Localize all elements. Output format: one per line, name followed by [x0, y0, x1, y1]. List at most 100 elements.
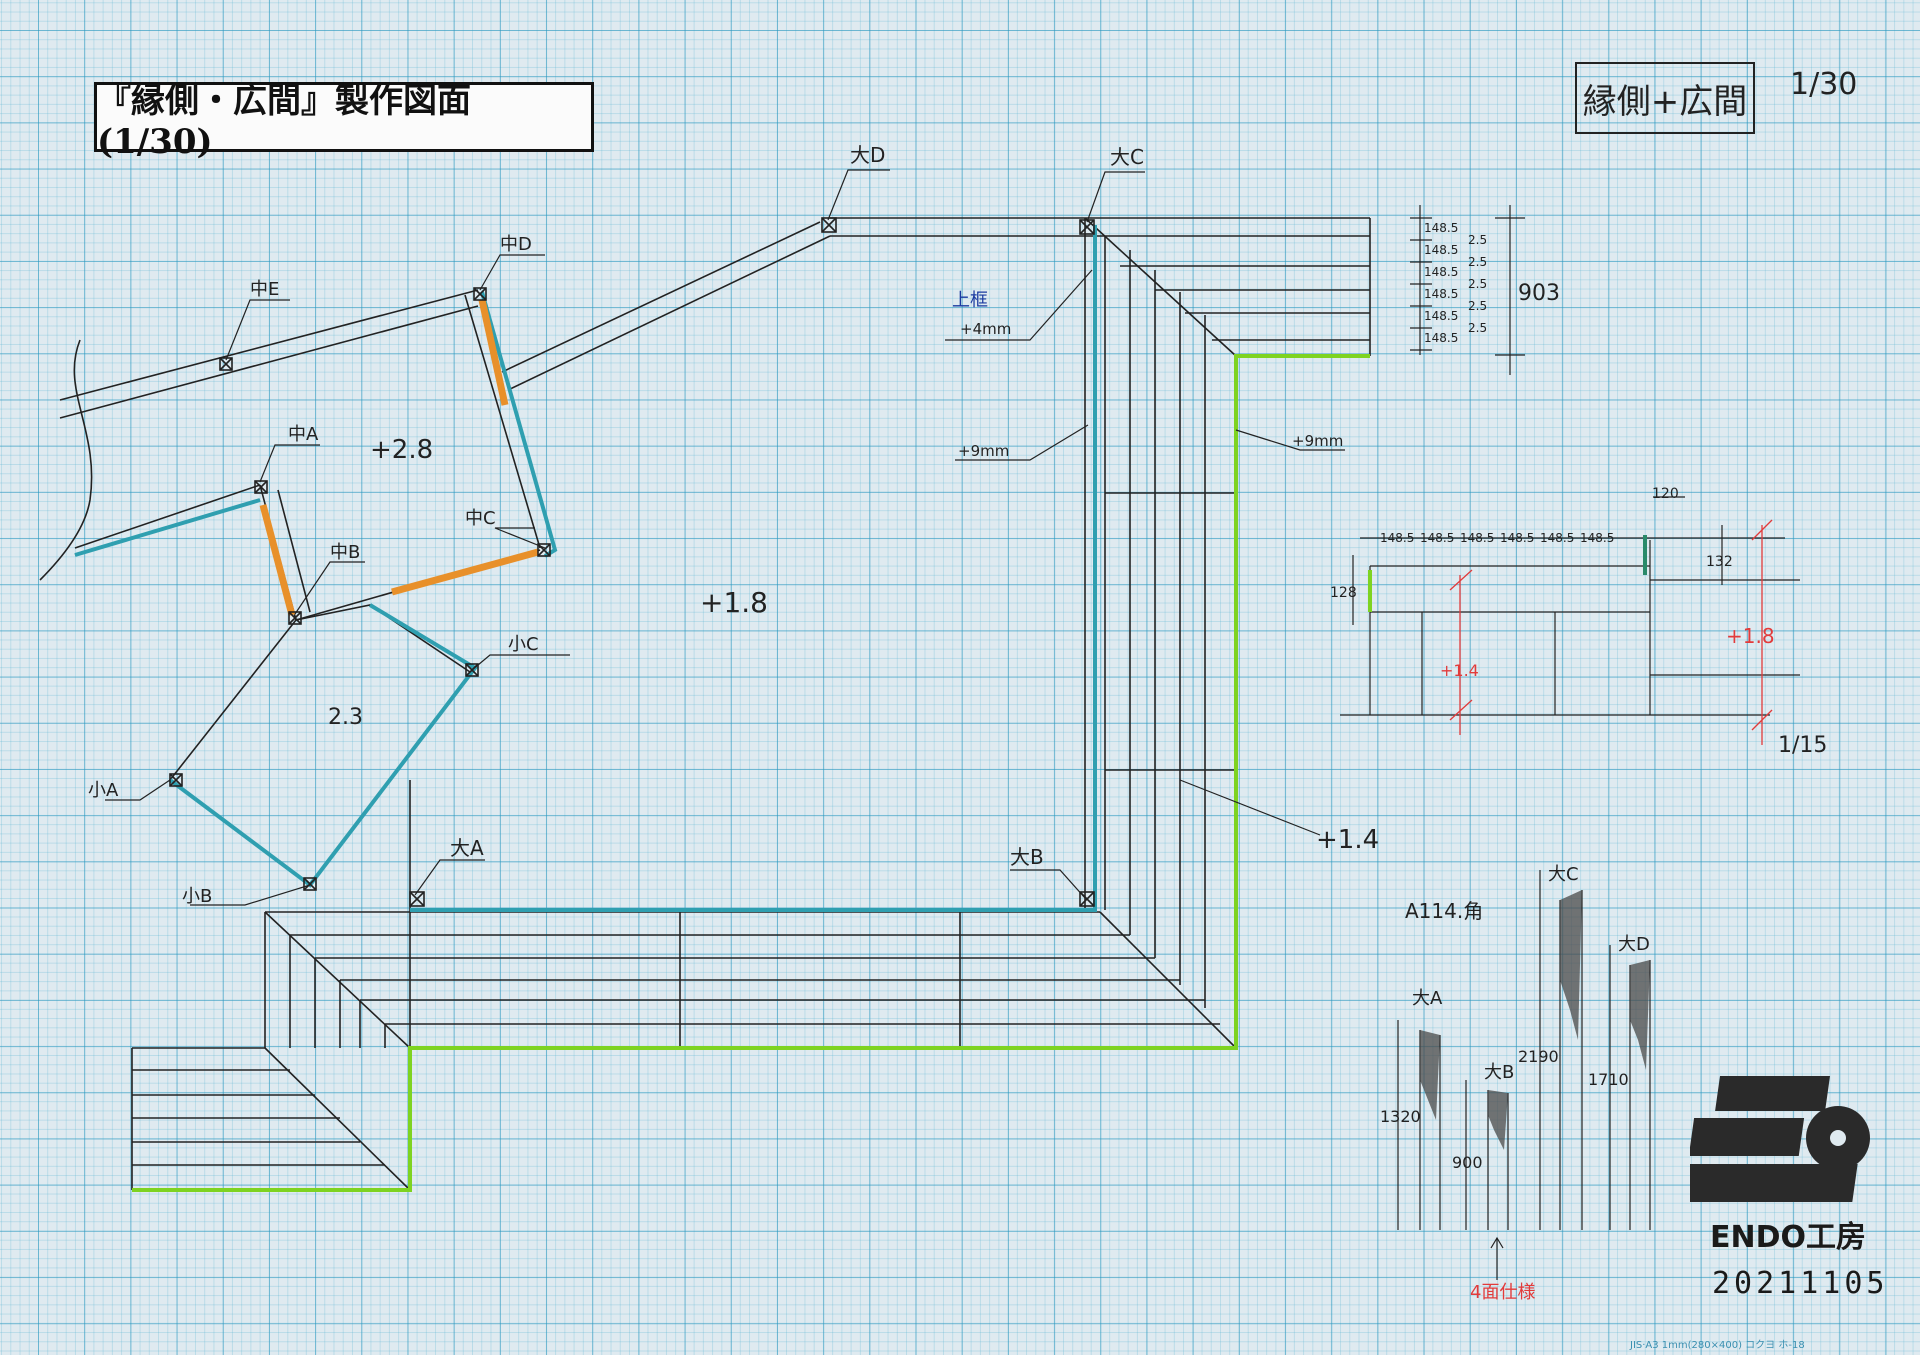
post-label-chu-c: 中C [465, 508, 496, 529]
post-label-chu-b: 中B [330, 542, 360, 563]
small-deck-outline [168, 604, 477, 887]
board-width-value: 148.5 [1424, 287, 1458, 301]
section-left-level: +1.4 [1440, 661, 1479, 680]
section-width-value: 148.5 [1500, 531, 1534, 545]
header-scale: 1/30 [1790, 67, 1858, 102]
miter-line [264, 911, 411, 1049]
post-elevation-name: 大B [1484, 1062, 1514, 1083]
section-top-dim: 120 [1652, 486, 1679, 502]
section-width-value: 148.5 [1460, 531, 1494, 545]
small-deck [168, 603, 479, 891]
thickness-right-label: +9mm [1292, 432, 1343, 450]
post-marker [219, 357, 233, 371]
header-label: 縁側+広間 [1582, 81, 1748, 122]
post-shading [1420, 890, 1650, 1150]
area-large-label: +1.8 [700, 586, 768, 619]
post-marker [1079, 219, 1095, 235]
stringer [501, 221, 821, 373]
board-width-value: 148.5 [1424, 221, 1458, 235]
post-label-chu-d: 中D [500, 234, 532, 255]
area-small-label: 2.3 [328, 705, 363, 730]
post-label-sho-a: 小A [88, 780, 119, 801]
board-gap-value: 2.5 [1468, 299, 1487, 313]
area-medium-label: +2.8 [370, 435, 433, 465]
orange-beam [391, 548, 539, 596]
miter-line [1099, 911, 1237, 1049]
board-width-dimensions: 148.5 148.5 148.5 148.5 148.5 148.5 2.5 … [1424, 221, 1560, 345]
post-label-sho-b: 小B [182, 886, 212, 907]
board-line [464, 294, 541, 549]
post-label-chu-e: 中E [250, 279, 279, 300]
post-elevation-length: 2190 [1518, 1047, 1559, 1066]
drawing-date: 20211105 [1712, 1266, 1889, 1301]
post-label-dai-c: 大C [1110, 145, 1144, 169]
post-material-note: A114.角 [1405, 899, 1483, 923]
section-right-level: +1.8 [1726, 624, 1775, 648]
section-left-height: 128 [1330, 585, 1357, 601]
large-deck [131, 217, 1371, 1192]
section-level-marks [1449, 519, 1773, 745]
kamikamachi-label: 上框 [952, 290, 988, 311]
section-detail [1340, 496, 1800, 716]
post-label-dai-a: 大A [450, 836, 484, 860]
drawing-labels: +1.8 +2.8 2.3 +1.4 大D 大C 大B 大A 中D 中E 中A … [88, 143, 1379, 907]
post-marker [821, 217, 837, 233]
spec-arrow-head [1490, 1236, 1504, 1249]
post-marker [254, 480, 268, 494]
orange-beam [259, 504, 296, 616]
board-dimension-lines [1410, 205, 1525, 375]
section-right-height: 132 [1706, 554, 1733, 570]
post-marker [409, 891, 425, 907]
board-line [59, 305, 479, 419]
post-elevation-name: 大C [1548, 864, 1579, 885]
section-scale: 1/15 [1778, 733, 1827, 758]
post-elevation-length: 1710 [1588, 1070, 1629, 1089]
board-gap-value: 2.5 [1468, 321, 1487, 335]
teal-edge [410, 225, 1097, 912]
post-spec-note: 4面仕様 [1470, 1282, 1535, 1303]
post-elevation-length: 900 [1452, 1153, 1483, 1172]
board-line [277, 489, 311, 613]
miter-line [264, 1047, 411, 1191]
kamikamachi-dim: +4mm [960, 320, 1011, 338]
paper-footer: JIS·A3 1mm(280×400) コクヨ ホ-18 [1630, 1340, 1805, 1351]
board-line [59, 289, 479, 401]
post-marker [288, 611, 302, 625]
brand-name: ENDO工房 [1710, 1220, 1867, 1255]
section-width-value: 148.5 [1380, 531, 1414, 545]
board-total-value: 903 [1518, 281, 1560, 306]
board-gap-value: 2.5 [1468, 277, 1487, 291]
green-edge [132, 354, 1370, 1192]
board-line [74, 484, 261, 549]
miter-line [1084, 217, 1237, 357]
section-width-value: 148.5 [1580, 531, 1614, 545]
post-elevation-length: 1320 [1380, 1107, 1421, 1126]
medium-deck [39, 221, 831, 625]
teal-edge [74, 498, 261, 557]
post-label-chu-a: 中A [288, 424, 319, 445]
board-width-value: 148.5 [1424, 309, 1458, 323]
board-width-value: 148.5 [1424, 243, 1458, 257]
leader-lines [105, 169, 1345, 906]
board-width-value: 148.5 [1424, 265, 1458, 279]
drawing-title: 『縁側・広間』製作図面 (1/30) [94, 81, 594, 162]
section-labels: 148.5 148.5 148.5 148.5 148.5 148.5 120 … [1330, 486, 1827, 758]
post-marker [303, 877, 317, 891]
post-label-dai-d: 大D [850, 143, 885, 167]
thickness-left-label: +9mm [958, 442, 1009, 460]
post-label-dai-b: 大B [1010, 845, 1044, 869]
area-lower-label: +1.4 [1316, 825, 1379, 855]
section-width-value: 148.5 [1540, 531, 1574, 545]
post-marker [537, 543, 551, 557]
post-label-sho-c: 小C [508, 634, 539, 655]
board-width-value: 148.5 [1424, 331, 1458, 345]
post-marker [473, 287, 487, 301]
board-gap-value: 2.5 [1468, 255, 1487, 269]
endo-logo-icon [1690, 1076, 1870, 1202]
teal-edge [168, 603, 478, 888]
post-elevation-name: 大A [1412, 988, 1443, 1009]
post-elevation-labels: A114.角 大A 1320 大B 900 大C 2190 大D 1710 4面… [1380, 864, 1650, 1303]
header-label-box: 縁側+広間 [1575, 62, 1755, 134]
section-width-value: 148.5 [1420, 531, 1454, 545]
